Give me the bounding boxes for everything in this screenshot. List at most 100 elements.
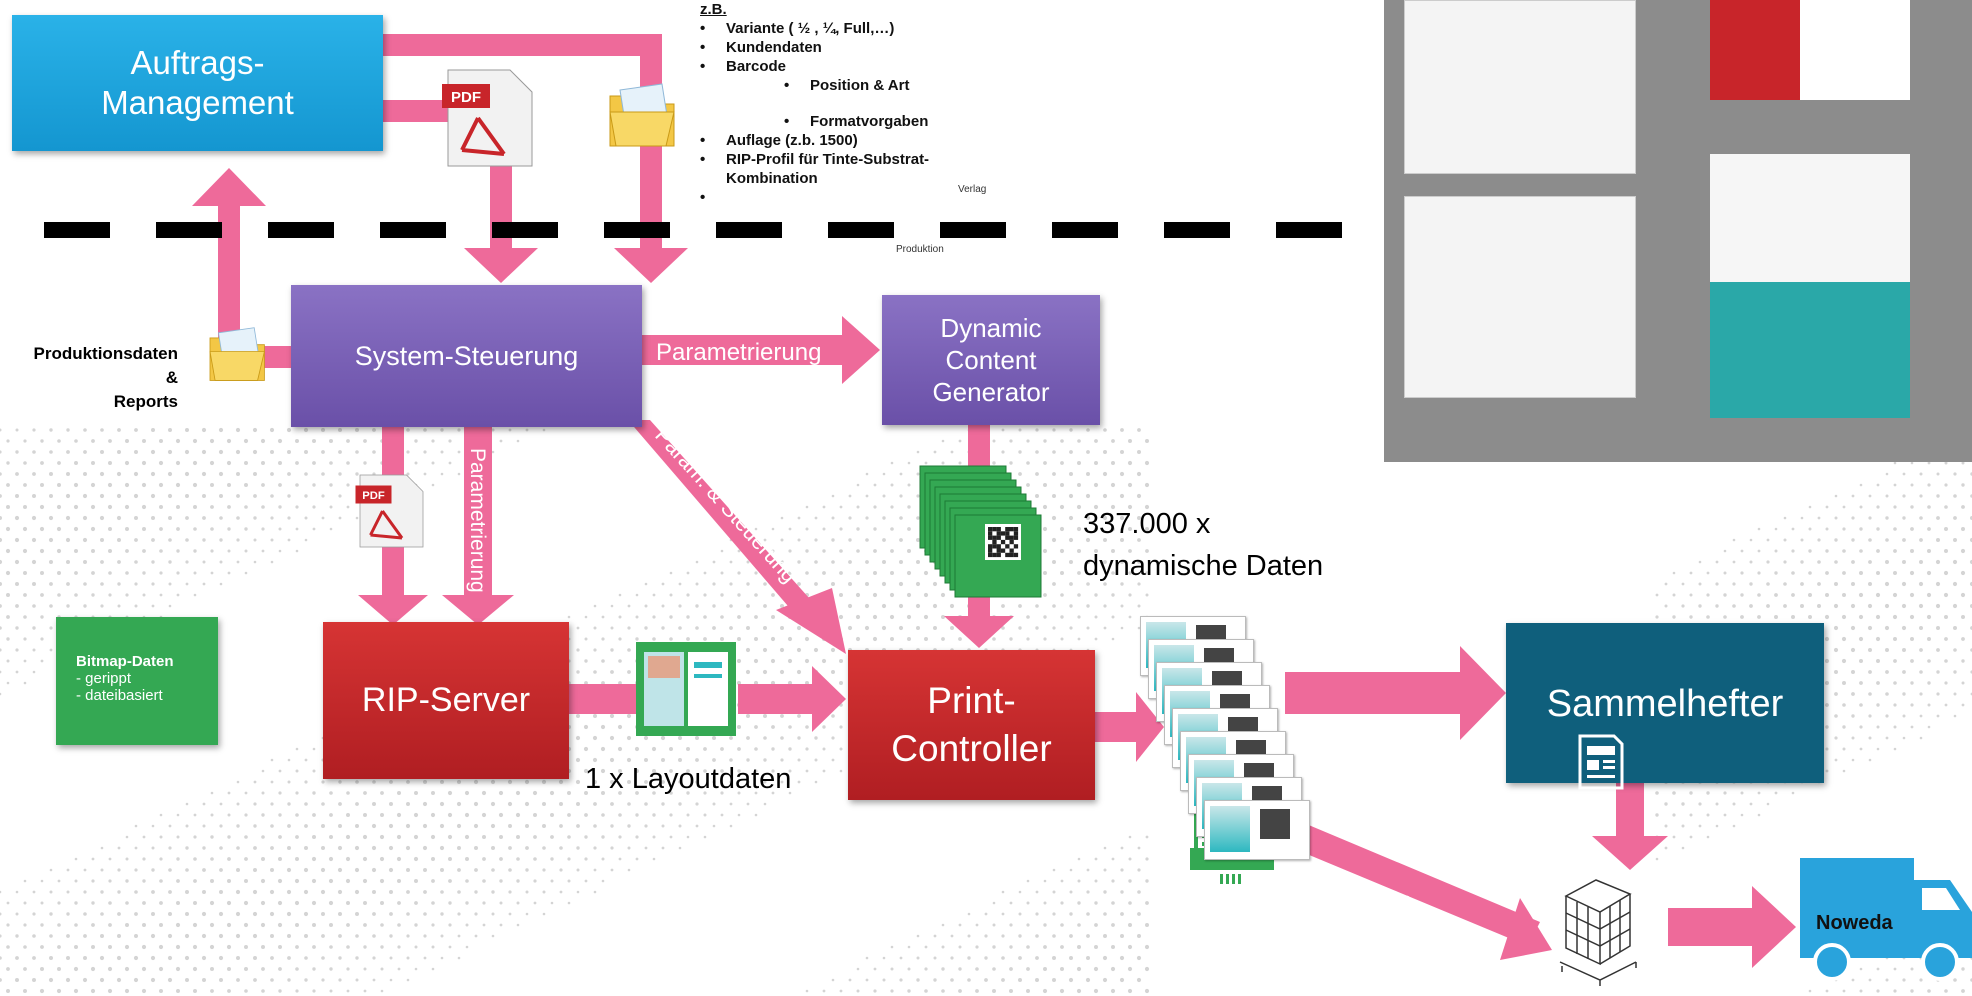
- arrow-reports-up-v: [218, 204, 240, 344]
- bitmap-daten-line2: - dateibasiert: [76, 687, 163, 704]
- produktionsdaten-amp: &: [165, 368, 178, 387]
- arrow-label-param-h: Parametrierung: [656, 339, 821, 366]
- notes-item-variante: •Variante ( ½ , ¼, Full,…): [700, 20, 895, 37]
- flyer-qr: [1260, 809, 1290, 839]
- notes-bullet-empty: •: [700, 189, 706, 206]
- spreadsheet-sheet-2: [1404, 196, 1636, 398]
- separator-dash: [268, 222, 334, 238]
- svg-text:PDF: PDF: [451, 89, 481, 106]
- order-data-notes: z.B. •Variante ( ½ , ¼, Full,…) •Kundend…: [700, 0, 929, 207]
- arrow-pallet-truck-head: [1752, 886, 1796, 968]
- arrow-print-stack-head: [1136, 692, 1164, 762]
- separator-dash: [1276, 222, 1342, 238]
- printed-flyer-card: [1204, 800, 1310, 860]
- notes-sub-format: •Formatvorgaben: [784, 113, 929, 130]
- bitmap-daten-line1: - gerippt: [76, 670, 132, 687]
- rip-server-box[interactable]: RIP-Server: [323, 622, 569, 779]
- document-icon: [1578, 734, 1624, 790]
- print-controller-label: Print- Controller: [891, 680, 1052, 769]
- notes-heading: z.B.: [700, 1, 727, 18]
- svg-text:PDF: PDF: [362, 490, 385, 502]
- arrow-label-param-v: Parametrierung: [466, 448, 489, 593]
- arrow-rip-layout: [569, 684, 637, 714]
- arrow-print-stack: [1095, 712, 1143, 742]
- auftrags-management-box[interactable]: Auftrags- Management: [12, 15, 383, 151]
- arrow-sammel-pallet: [1616, 783, 1644, 843]
- separator-dash: [1164, 222, 1230, 238]
- produktionsdaten-label: Produktionsdaten & Reports: [0, 342, 178, 414]
- arrow-layout-print: [738, 684, 820, 714]
- separator-dash: [604, 222, 670, 238]
- spreadsheet-sheet-1: [1404, 0, 1636, 174]
- separator-dash: [1052, 222, 1118, 238]
- sample-flyer-2: [1710, 154, 1910, 282]
- separator-dash: [44, 222, 110, 238]
- arrow-system-rip-pdf-head: [358, 595, 428, 625]
- sample-flyer-1: [1710, 0, 1910, 100]
- dynamic-data-label: dynamische Daten: [1083, 550, 1324, 582]
- arrow-param-steuerung-head: [776, 588, 846, 654]
- pdf-icon: PDF: [355, 474, 424, 548]
- notes-item-auflage: •Auflage (z.b. 1500): [700, 132, 858, 149]
- arrow-sammel-pallet-head: [1592, 836, 1668, 870]
- verlag-label: Verlag: [958, 184, 987, 195]
- arrow-auftrags-pdf-head: [464, 248, 538, 283]
- separator-dash: [492, 222, 558, 238]
- pdf-icon: PDF: [442, 69, 533, 167]
- separator-dash: [940, 222, 1006, 238]
- arrow-reports-up-head: [192, 168, 266, 206]
- produktionsdaten-reports: Reports: [113, 392, 178, 411]
- layout-data-label: 1 x Layoutdaten: [585, 763, 792, 795]
- bitmap-daten-box: Bitmap-Daten - gerippt - dateibasiert: [56, 617, 218, 745]
- notes-item-kundendaten: •Kundendaten: [700, 39, 822, 56]
- system-steuerung-label: System-Steuerung: [354, 340, 579, 371]
- separator-dash: [156, 222, 222, 238]
- separator-dash: [828, 222, 894, 238]
- separator-dash: [716, 222, 782, 238]
- produktion-label: Produktion: [896, 244, 944, 255]
- arrow-qr-print-head: [944, 616, 1014, 648]
- sammelhefter-label: Sammelhefter: [1546, 683, 1784, 725]
- dynamic-content-generator-label: Dynamic Content Generator: [932, 313, 1050, 407]
- pallet-icon: [1559, 879, 1637, 986]
- flyer-photo: [1210, 806, 1250, 852]
- arrow-param-steuerung-shaft: [628, 420, 818, 620]
- sammelhefter-box[interactable]: Sammelhefter: [1506, 623, 1824, 783]
- noweda-label: Noweda: [1816, 912, 1893, 934]
- arrow-stack-sammel: [1285, 672, 1465, 714]
- arrow-system-rip-param: [464, 425, 492, 601]
- auftrags-management-label: Auftrags- Management: [101, 44, 294, 121]
- print-controller-box[interactable]: Print- Controller: [848, 650, 1095, 800]
- system-steuerung-box[interactable]: System-Steuerung: [291, 285, 642, 427]
- folder-envelope-icon: [209, 327, 265, 381]
- separator-dash: [380, 222, 446, 238]
- arrow-system-rip-param-head: [442, 595, 514, 625]
- rip-server-label: RIP-Server: [361, 681, 531, 719]
- dynamic-content-generator-box[interactable]: Dynamic Content Generator: [882, 295, 1100, 425]
- qr-code-stack-icon: [919, 465, 1042, 598]
- notes-item-rip-profil: •RIP-Profil für Tinte-Substrat-: [700, 151, 930, 168]
- dynamic-data-count: 337.000 x: [1083, 508, 1211, 540]
- arrow-pallet-truck: [1668, 908, 1758, 946]
- arrow-stack-sammel-head: [1460, 646, 1506, 740]
- arrow-param-head: [842, 316, 880, 384]
- arrow-auftrags-folder-head: [614, 248, 688, 283]
- notes-item-kombination: Kombination: [726, 170, 818, 187]
- arrow-param-diag-shaft: [1278, 818, 1540, 946]
- layout-flyer-icon: [636, 642, 736, 736]
- produktionsdaten-text: Produktionsdaten: [33, 344, 178, 363]
- arrow-layout-print-head: [812, 666, 846, 732]
- notes-item-barcode: •Barcode: [700, 58, 787, 75]
- arrow-param-h: [640, 335, 850, 365]
- arrow-param-diag-head: [1500, 898, 1552, 960]
- notes-sub-position: •Position & Art: [784, 77, 910, 94]
- arrow-dynamic-qr: [968, 424, 990, 470]
- folder-envelope-icon: [609, 83, 675, 147]
- sample-flyer-3: [1710, 282, 1910, 418]
- bitmap-daten-title: Bitmap-Daten: [76, 653, 174, 670]
- truck-icon: [1800, 858, 1972, 981]
- sample-photo-collage: [1384, 0, 1972, 462]
- arrow-auftrags-folder-h: [380, 34, 662, 56]
